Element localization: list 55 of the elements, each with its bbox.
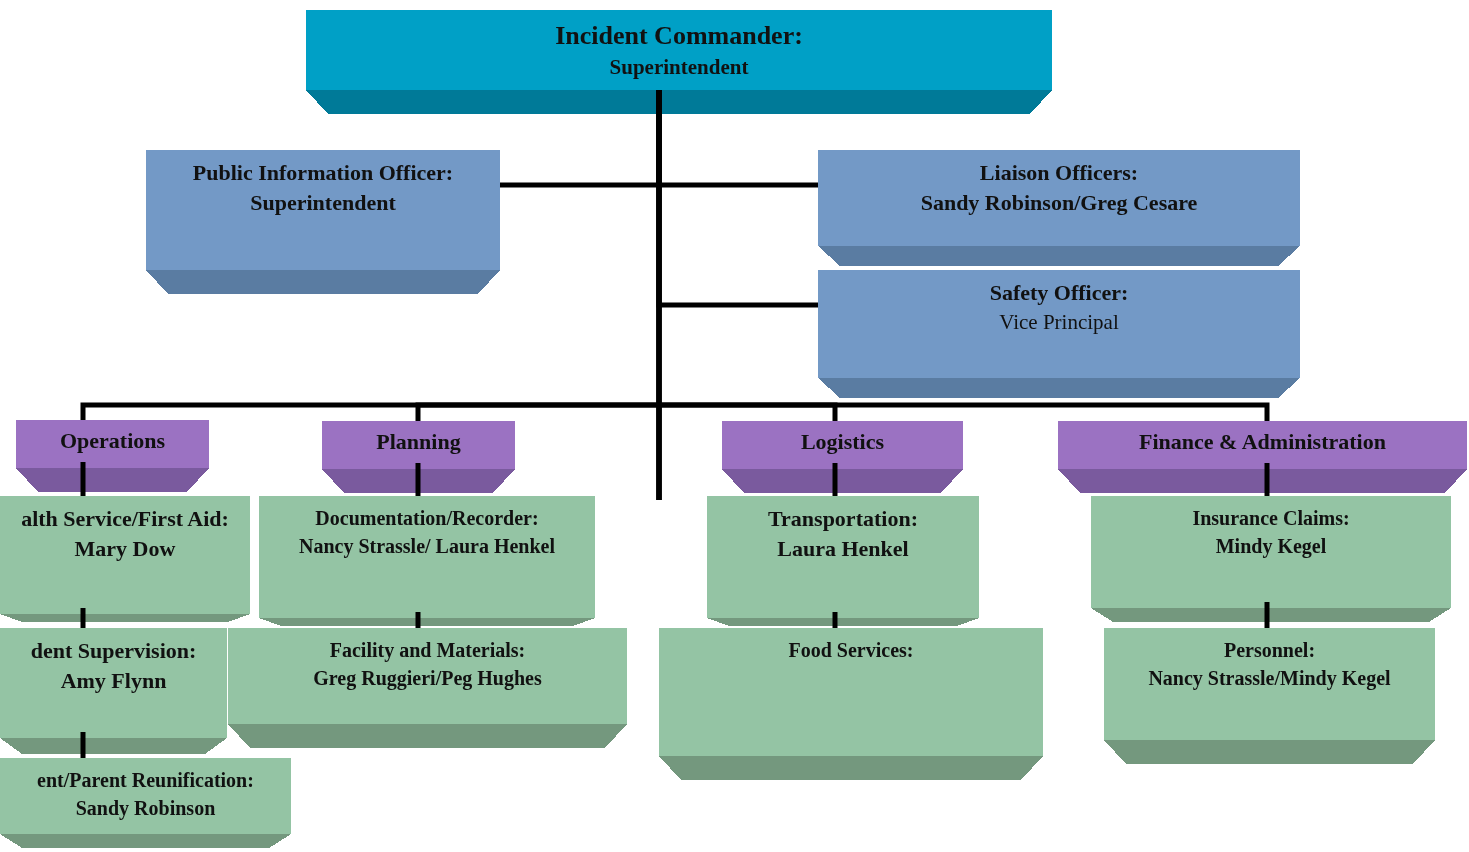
role-title: Transportation: [768, 506, 918, 533]
org-box [1104, 628, 1435, 764]
role-title: Facility and Materials: [329, 638, 526, 662]
section-header [722, 421, 963, 493]
connector-line [832, 463, 838, 496]
org-box [0, 758, 291, 848]
person-name: Sandy Robinson [75, 796, 216, 820]
org-box [818, 270, 1300, 398]
role-title: Food Services: [788, 638, 914, 662]
connector-line [415, 612, 421, 628]
org-box [306, 10, 1052, 114]
person-name: Sandy Robinson/Greg Cesare [920, 190, 1198, 217]
person-name: Nancy Strassle/ Laura Henkel [298, 534, 556, 558]
role-title: Liaison Officers: [979, 160, 1139, 187]
role-title: Logistics [800, 429, 885, 456]
connector-line [1264, 463, 1270, 496]
role-title: Personnel: [1223, 638, 1316, 662]
connector-line [1264, 602, 1270, 628]
person-name: Greg Ruggieri/Peg Hughes [313, 666, 542, 690]
org-box [228, 628, 627, 748]
org-box [0, 628, 227, 754]
role-title: Incident Commander: [555, 20, 803, 52]
org-box [259, 496, 595, 626]
role-title: Documentation/Recorder: [315, 506, 539, 530]
role-title: Planning [376, 429, 461, 456]
org-box [1091, 496, 1451, 622]
role-title: alth Service/First Aid: [21, 506, 229, 533]
section-header [1058, 421, 1467, 493]
person-name: Mary Dow [74, 536, 176, 563]
role-title: Insurance Claims: [1192, 506, 1350, 530]
person-name: Mindy Kegel [1215, 534, 1327, 558]
person-name: Vice Principal [999, 310, 1119, 336]
connector-line [832, 612, 838, 628]
org-box [707, 496, 979, 626]
role-title: Public Information Officer: [192, 160, 454, 187]
role-title: dent Supervision: [30, 638, 197, 665]
person-name: Nancy Strassle/Mindy Kegel [1148, 666, 1391, 690]
connector-line [80, 462, 86, 496]
org-box [659, 628, 1043, 780]
role-title: Finance & Administration [1139, 429, 1386, 456]
person-name: Amy Flynn [60, 668, 167, 695]
role-title: ent/Parent Reunification: [37, 768, 254, 792]
org-box [146, 150, 500, 294]
role-title: Safety Officer: [989, 280, 1129, 307]
person-name: Superintendent [609, 55, 749, 81]
role-title: Operations [59, 428, 166, 455]
org-box [0, 496, 250, 622]
section-header [16, 420, 209, 492]
section-header [322, 421, 515, 493]
person-name: Superintendent [250, 190, 396, 217]
connector-line [80, 732, 86, 758]
connector-line [415, 463, 421, 496]
connector-line [80, 608, 86, 628]
org-box [818, 150, 1300, 266]
person-name: Laura Henkel [777, 536, 909, 563]
